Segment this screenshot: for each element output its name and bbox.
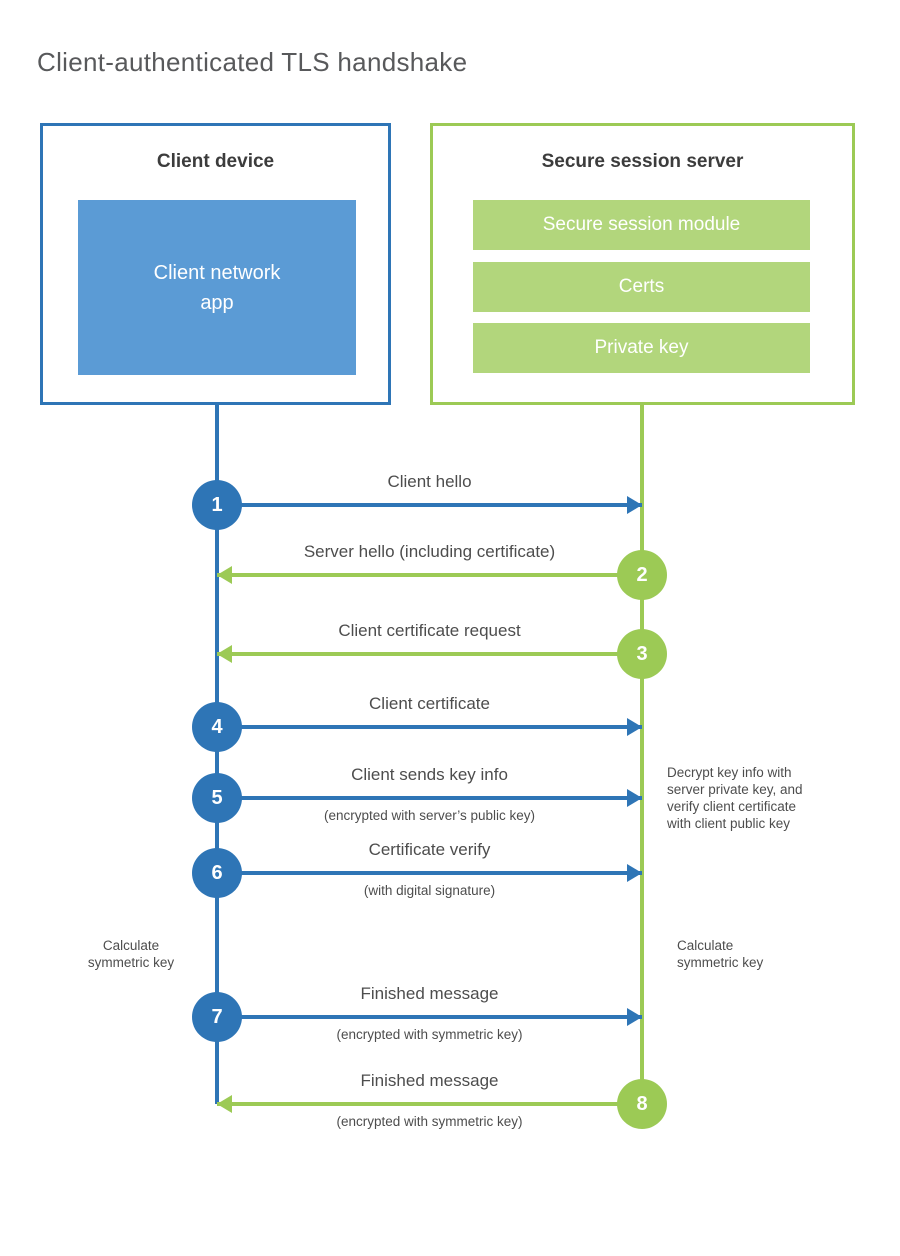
arrowhead-right-icon: [627, 1008, 642, 1026]
step-circle: 3: [617, 629, 667, 679]
calculate-symmetric-key-note-server: Calculate symmetric key: [677, 938, 764, 970]
step-number: 3: [636, 642, 648, 665]
step-circle: 4: [192, 702, 242, 752]
step-circle: 7: [192, 992, 242, 1042]
calculate-symmetric-key-note-client: Calculate symmetric key: [87, 938, 175, 970]
arrow-line: [217, 573, 642, 577]
step-number: 4: [211, 715, 223, 738]
server-module-bar: Secure session module: [473, 200, 810, 250]
step-circle: 1: [192, 480, 242, 530]
server-lifeline: [640, 404, 644, 1104]
step-circle: 2: [617, 550, 667, 600]
arrow-line: [217, 725, 642, 729]
message-label: Finished message: [360, 1071, 499, 1090]
arrow-line: [217, 871, 642, 875]
client-lifeline: [215, 404, 219, 1104]
client-device-box: Client device Client network app: [40, 123, 391, 405]
step-number: 1: [211, 493, 223, 516]
message-sublabel: (encrypted with symmetric key): [336, 1114, 523, 1129]
message-sublabel: (encrypted with symmetric key): [336, 1027, 523, 1042]
step-number: 6: [211, 861, 223, 884]
message-label: Server hello (including certificate): [303, 542, 556, 561]
message-label: Client certificate: [369, 694, 490, 713]
message-label: Client hello: [387, 472, 472, 491]
client-network-app-box: Client network app: [78, 200, 356, 375]
message-label: Certificate verify: [368, 840, 491, 859]
arrow-line: [217, 1102, 642, 1106]
message-label: Client sends key info: [351, 765, 508, 784]
step-number: 7: [211, 1005, 223, 1028]
step-number: 2: [636, 563, 648, 586]
arrowhead-right-icon: [627, 789, 642, 807]
step-number: 5: [211, 786, 223, 809]
step-circle: 8: [617, 1079, 667, 1129]
server-private-key-bar: Private key: [473, 323, 810, 373]
secure-session-server-box: Secure session server Secure session mod…: [430, 123, 855, 405]
decrypt-note: Decrypt key info with server private key…: [667, 765, 803, 831]
arrow-line: [217, 652, 642, 656]
arrow-line: [217, 1015, 642, 1019]
message-sublabel: (encrypted with server’s public key): [323, 808, 536, 823]
step-number: 8: [636, 1092, 648, 1115]
arrowhead-left-icon: [217, 645, 232, 663]
server-heading: Secure session server: [541, 151, 744, 172]
arrowhead-left-icon: [217, 566, 232, 584]
arrowhead-right-icon: [627, 496, 642, 514]
message-label: Finished message: [360, 984, 499, 1003]
message-sublabel: (with digital signature): [363, 883, 496, 898]
arrowhead-right-icon: [627, 864, 642, 882]
arrow-line: [217, 796, 642, 800]
step-circle: 6: [192, 848, 242, 898]
arrowhead-left-icon: [217, 1095, 232, 1113]
client-device-heading: Client device: [156, 151, 275, 172]
arrow-line: [217, 503, 642, 507]
step-circle: 5: [192, 773, 242, 823]
message-label: Client certificate request: [338, 621, 521, 640]
arrowhead-right-icon: [627, 718, 642, 736]
page-title: Client-authenticated TLS handshake: [37, 47, 468, 78]
server-certs-bar: Certs: [473, 262, 810, 312]
